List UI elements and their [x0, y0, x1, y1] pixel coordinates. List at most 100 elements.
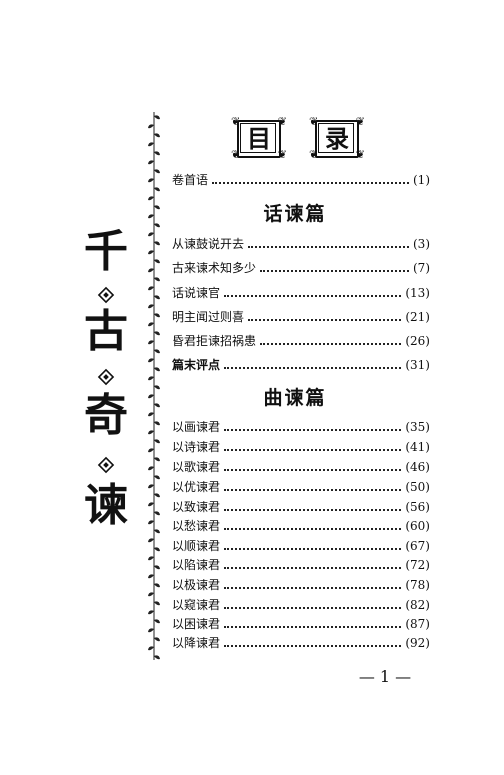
- vine-leaf: [148, 268, 154, 273]
- vine-leaf: [154, 241, 160, 246]
- toc-entry-title: 篇末评点: [172, 358, 221, 372]
- toc-entry-page: (3): [413, 237, 430, 251]
- vine-leaf: [154, 187, 160, 192]
- leader-dots: [224, 356, 402, 369]
- toc-entry-title: 以顺谏君: [172, 539, 221, 553]
- vine-leaf: [154, 565, 160, 570]
- page-number: — 1 —: [358, 667, 412, 686]
- vine-leaf: [148, 502, 154, 507]
- toc-entry-page: (78): [405, 578, 430, 592]
- toc-entry[interactable]: 以窥谏君 (82): [172, 596, 430, 614]
- toc-entry-page: (67): [405, 539, 430, 553]
- toc-entry[interactable]: 以诗谏君 (41): [172, 438, 430, 456]
- toc-entry[interactable]: 以极谏君 (78): [172, 576, 430, 594]
- toc-entry[interactable]: 明主闻过则喜 (21): [172, 308, 430, 326]
- lozenge-ornament-icon: [97, 286, 115, 304]
- vine-leaf: [148, 340, 154, 345]
- toc-entry[interactable]: 以愁谏君 (60): [172, 517, 430, 535]
- toc-entry[interactable]: 以优谏君 (50): [172, 478, 430, 496]
- leader-dots: [260, 332, 402, 345]
- toc-entry-title: 从谏鼓说开去: [172, 237, 245, 251]
- toc-entry-page: (56): [405, 500, 430, 514]
- vine-leaf: [154, 475, 160, 480]
- toc-entry[interactable]: 昏君拒谏招祸患 (26): [172, 332, 430, 350]
- leader-dots: [224, 576, 402, 589]
- toc-entry-page: (50): [405, 480, 430, 494]
- vine-leaf: [154, 133, 160, 138]
- leader-dots: [224, 418, 402, 431]
- toc-header-right: 录 ❦❦ ❦❦: [309, 115, 365, 161]
- leader-dots: [260, 259, 409, 272]
- vine-leaf: [154, 511, 160, 516]
- vine-leaf: [154, 349, 160, 354]
- toc-entry[interactable]: 篇末评点 (31): [172, 356, 430, 374]
- vine-leaf: [148, 448, 154, 453]
- vine-leaf: [154, 385, 160, 390]
- vine-leaf: [154, 601, 160, 606]
- vine-leaf: [154, 583, 160, 588]
- vine-leaf: [148, 610, 154, 615]
- leader-dots: [224, 596, 402, 609]
- toc-entry-title: 以诗谏君: [172, 440, 221, 454]
- vine-leaf: [148, 592, 154, 597]
- vine-leaf: [154, 313, 160, 318]
- vine-leaf: [154, 619, 160, 624]
- toc-entry-page: (21): [405, 310, 430, 324]
- section-title: 话谏篇: [263, 203, 327, 225]
- vine-leaf: [154, 295, 160, 300]
- vine-leaf: [148, 178, 154, 183]
- toc-entry-page: (72): [405, 558, 430, 572]
- toc-entry-title: 卷首语: [172, 173, 209, 187]
- vine-leaf: [148, 430, 154, 435]
- toc-entry[interactable]: 以致谏君 (56): [172, 498, 430, 516]
- toc-header-left: 目 ❦❦ ❦❦: [231, 115, 287, 161]
- leader-dots: [224, 438, 402, 451]
- toc-entry-page: (7): [413, 261, 430, 275]
- toc-entry[interactable]: 以陷谏君 (72): [172, 556, 430, 574]
- vine-border-ornament: [148, 112, 160, 660]
- vine-leaf: [154, 331, 160, 336]
- vine-leaf: [148, 412, 154, 417]
- vine-leaf: [148, 286, 154, 291]
- vine-leaf: [148, 142, 154, 147]
- toc-entry-title: 以歌谏君: [172, 460, 221, 474]
- lozenge-ornament-icon: [97, 368, 115, 386]
- toc-entry[interactable]: 以困谏君 (87): [172, 615, 430, 633]
- toc-entry[interactable]: 以降谏君 (92): [172, 634, 430, 652]
- toc-entry[interactable]: 以歌谏君 (46): [172, 458, 430, 476]
- toc-entry-title: 以陷谏君: [172, 558, 221, 572]
- vine-leaf: [154, 421, 160, 426]
- leader-dots: [224, 615, 402, 628]
- vine-leaf: [154, 367, 160, 372]
- toc-entry-page: (87): [405, 617, 430, 631]
- leader-dots: [224, 634, 402, 647]
- vine-leaf: [148, 250, 154, 255]
- leader-dots: [224, 478, 402, 491]
- toc-entry[interactable]: 古来谏术知多少 (7): [172, 259, 430, 277]
- toc-entry[interactable]: 以顺谏君 (67): [172, 537, 430, 555]
- toc-entry-page: (60): [405, 519, 430, 533]
- vine-leaf: [154, 169, 160, 174]
- vine-leaf: [148, 466, 154, 471]
- toc-entry-title: 以降谏君: [172, 636, 221, 650]
- leader-dots: [224, 458, 402, 471]
- title-char: 千: [84, 226, 128, 277]
- vine-leaf: [154, 493, 160, 498]
- vine-leaf: [154, 151, 160, 156]
- toc-entry-title: 以优谏君: [172, 480, 221, 494]
- toc-entry-title: 以愁谏君: [172, 519, 221, 533]
- vine-leaf: [154, 637, 160, 642]
- vine-leaf: [154, 115, 160, 120]
- toc-entry[interactable]: 以画谏君 (35): [172, 418, 430, 436]
- toc-header-char: 目: [247, 125, 271, 153]
- lozenge-ornament-icon: [97, 456, 115, 474]
- toc-entry-page: (41): [405, 440, 430, 454]
- vine-leaf: [148, 538, 154, 543]
- vine-leaf: [148, 232, 154, 237]
- vine-leaf: [148, 556, 154, 561]
- toc-entry[interactable]: 从谏鼓说开去 (3): [172, 235, 430, 253]
- toc-entry-title: 以画谏君: [172, 420, 221, 434]
- vine-leaf: [148, 646, 154, 651]
- toc-entry[interactable]: 话说谏官 (13): [172, 284, 430, 302]
- toc-entry-preface[interactable]: 卷首语 (1): [172, 171, 430, 189]
